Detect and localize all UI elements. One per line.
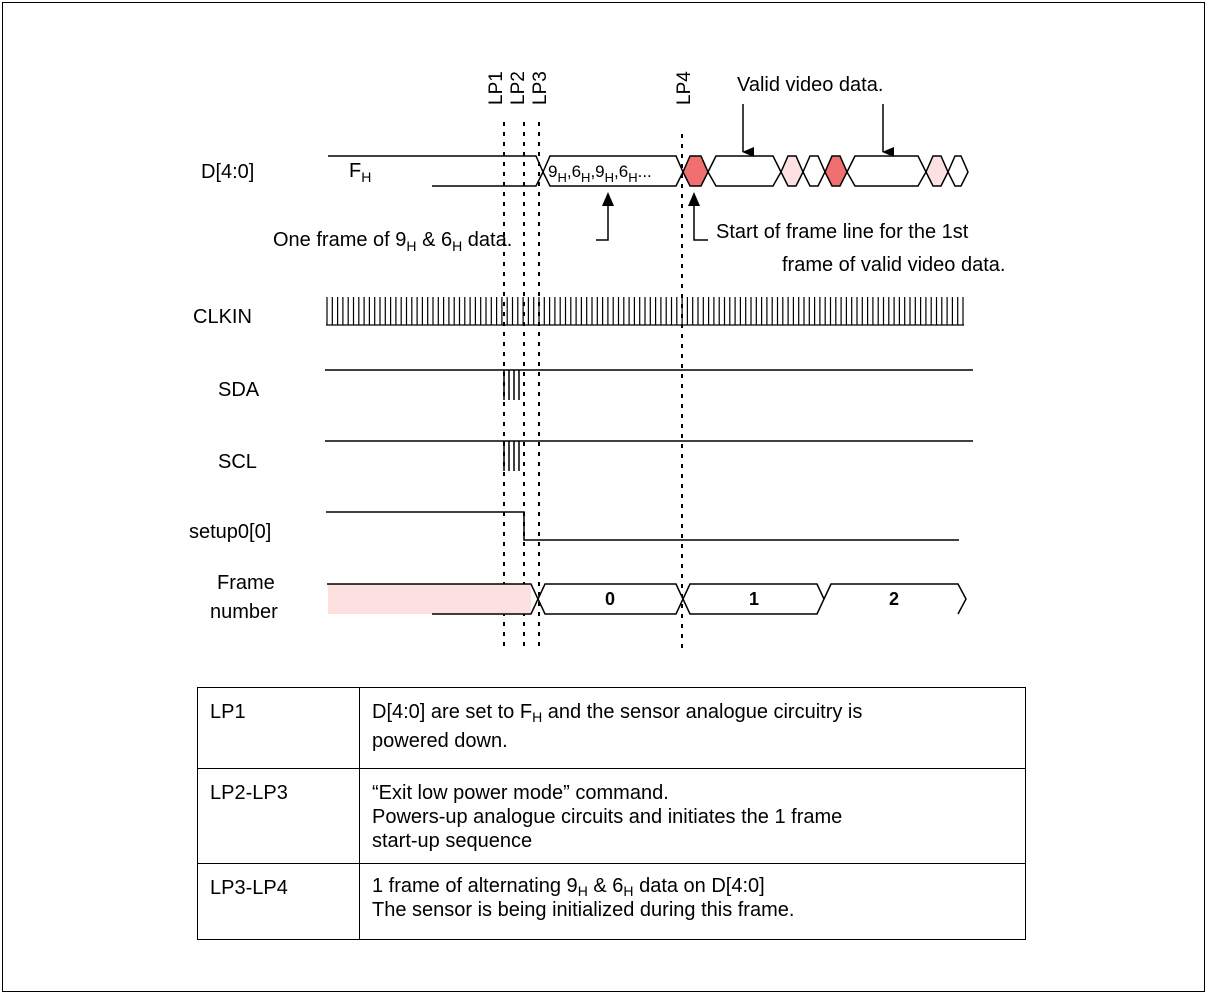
signal-label-d: D[4:0] — [201, 161, 254, 183]
d-bus-alt-data-label: 9H,6H,9H,6H... — [548, 162, 652, 185]
video-cell — [846, 155, 927, 187]
frame-number-1: 1 — [749, 589, 759, 609]
marker-lp2: LP2 — [508, 71, 529, 105]
table-row: LP3-LP4 1 frame of alternating 9H & 6H d… — [197, 863, 1026, 940]
table-key: LP1 — [197, 687, 360, 769]
d-bus-fh-label: FH — [349, 160, 371, 185]
legend-table: LP1 D[4:0] are set to FH and the sensor … — [197, 687, 1026, 940]
signal-label-scl: SCL — [218, 451, 257, 473]
scl-waveform — [325, 440, 973, 471]
signal-label-number: number — [210, 601, 278, 623]
table-desc: 1 frame of alternating 9H & 6H data on D… — [359, 863, 1026, 940]
table-row: LP1 D[4:0] are set to FH and the sensor … — [197, 687, 1026, 769]
frame-number-0: 0 — [605, 589, 615, 609]
one-frame-note: One frame of 9H & 6H data. — [273, 229, 512, 254]
blank-cell — [802, 155, 826, 187]
signal-label-clkin: CLKIN — [193, 306, 252, 328]
start-of-frame-cell — [824, 155, 848, 187]
table-desc: D[4:0] are set to FH and the sensor anal… — [359, 687, 1026, 769]
clkin-waveform — [326, 297, 964, 326]
sda-waveform — [325, 369, 973, 400]
frame-cell-2 — [823, 583, 967, 615]
blank-cell — [780, 155, 804, 187]
marker-lp3: LP3 — [530, 71, 551, 105]
start-of-frame-note-1: Start of frame line for the 1st — [716, 221, 969, 243]
frame-number-2: 2 — [889, 589, 899, 609]
blank-cell — [947, 155, 969, 187]
table-key: LP3-LP4 — [197, 863, 360, 940]
start-of-frame-arrow — [693, 196, 708, 241]
table-row: LP2-LP3 “Exit low power mode” command. P… — [197, 768, 1026, 864]
video-cell — [707, 155, 782, 187]
signal-label-setup: setup0[0] — [189, 521, 271, 543]
marker-lp1: LP1 — [486, 71, 507, 105]
table-desc: “Exit low power mode” command. Powers-up… — [359, 768, 1026, 864]
timing-diagram: LP1 LP2 LP3 LP4 D[4:0] CLKIN SDA SCL set… — [189, 71, 1005, 650]
video-data-cells — [682, 155, 969, 187]
setup-waveform — [326, 511, 959, 541]
start-of-frame-cell — [682, 155, 709, 187]
one-frame-arrow — [596, 196, 609, 241]
blank-cell — [925, 155, 949, 187]
frame-number-bus — [327, 583, 967, 615]
marker-lp4: LP4 — [674, 71, 695, 105]
valid-video-label: Valid video data. — [737, 74, 883, 96]
table-key: LP2-LP3 — [197, 768, 360, 864]
start-of-frame-note-2: frame of valid video data. — [782, 254, 1005, 276]
signal-label-frame: Frame — [217, 572, 275, 594]
signal-label-sda: SDA — [218, 379, 260, 401]
